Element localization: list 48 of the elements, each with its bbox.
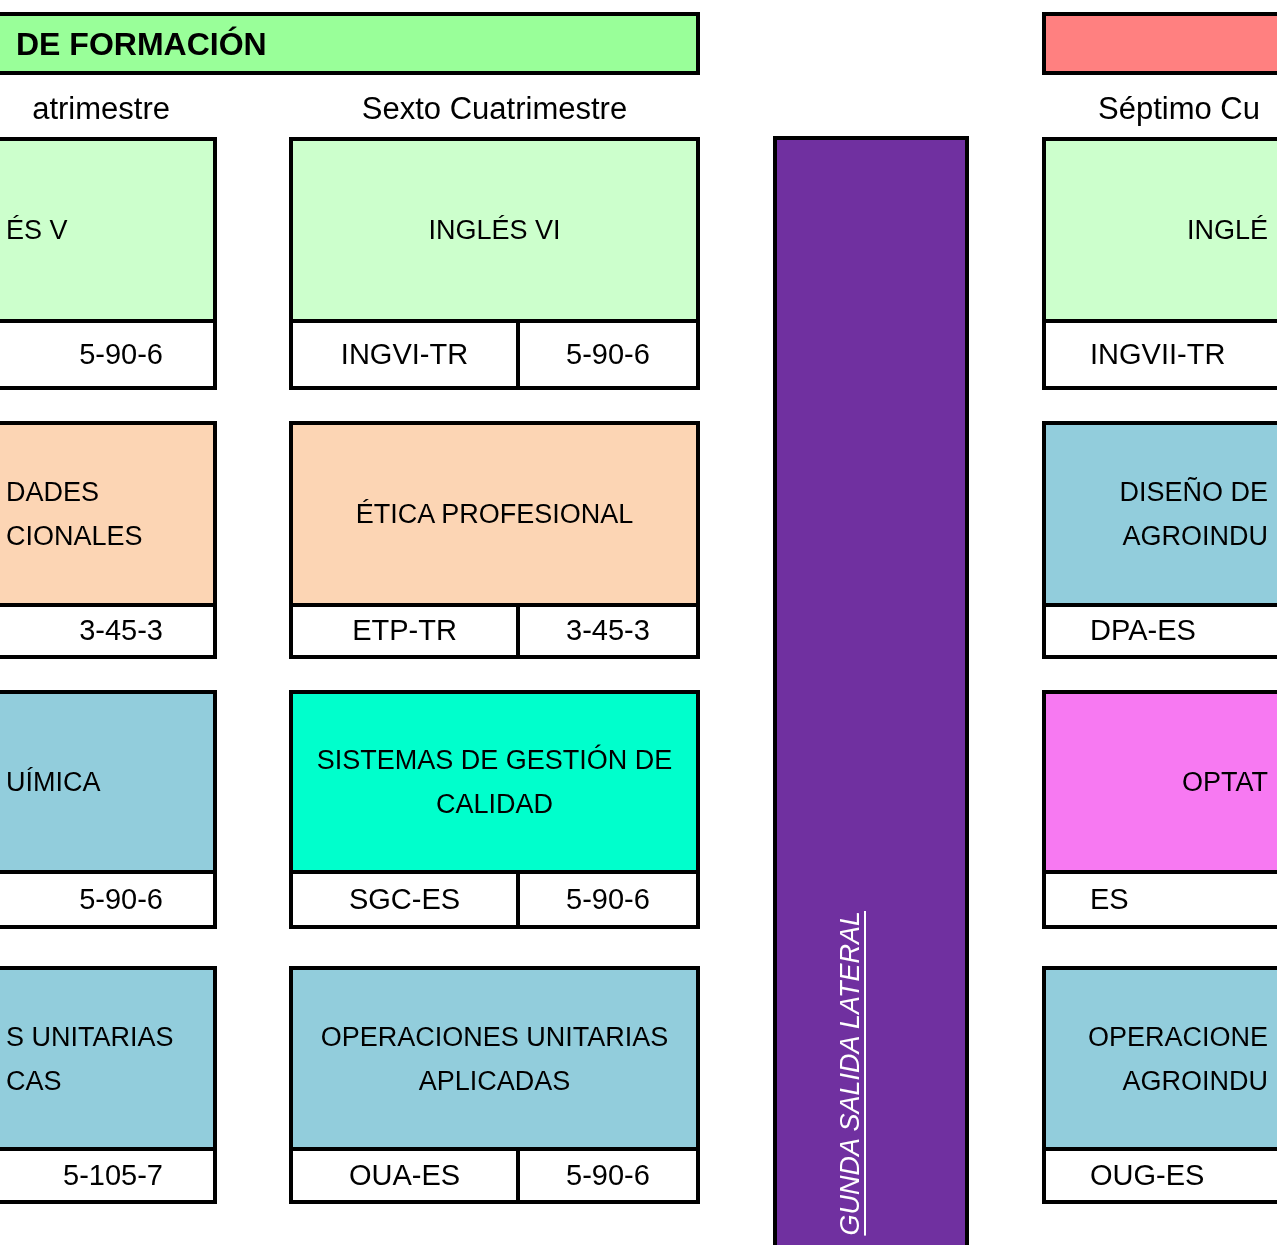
course-code-text: OUG-ES [1090,1157,1205,1193]
course-name: INGLÉS VI [428,214,561,247]
course-code-text: ES [1090,881,1129,917]
course-code-text: 5-105-7 [63,1157,163,1193]
course-card [0,421,217,659]
term-heading: Séptimo Cu [1098,91,1260,126]
course-code-text: INGVI-TR [340,336,469,372]
course-code-text: 5-90-6 [79,336,163,372]
course-card [289,966,700,1204]
course-name: INGLÉ [1185,214,1268,247]
course-code-text: 5-90-6 [79,881,163,917]
course-code-text: 5-90-6 [566,336,650,372]
course-name: OPTAT [1181,766,1268,799]
course-card [1042,137,1277,390]
course-card [0,966,217,1204]
course-code-text: 3-45-3 [79,613,163,649]
course-code-text: 3-45-3 [566,613,650,649]
course-card [0,690,217,929]
vertical-bar-label: GUNDA SALIDA LATERAL [835,911,865,1236]
course-card [289,421,700,659]
course-code-text: ETP-TR [352,613,457,649]
section-title: DE FORMACIÓN [16,24,267,64]
course-card [1042,966,1277,1204]
section-header-bar [0,12,700,75]
course-name: DISEÑO DE AGROINDU [1118,476,1268,553]
course-code-text: SGC-ES [348,881,461,917]
term-heading: Sexto Cuatrimestre [361,91,628,126]
course-card [289,690,700,929]
course-code-text: INGVII-TR [1090,336,1226,372]
course-name: ÉS V [6,214,69,247]
course-name: OPERACIONES UNITARIAS APLICADAS [319,1020,670,1098]
header-bar [1042,12,1277,75]
term-heading: atrimestre [32,91,170,126]
course-name: ÉTICA PROFESIONAL [355,498,634,531]
course-code-text: 5-90-6 [566,1157,650,1193]
vertical-bar [773,136,969,1245]
course-name: S UNITARIAS CAS [6,1020,175,1098]
course-name: OPERACIONE AGROINDU [1086,1020,1268,1098]
course-code-text: 5-90-6 [566,881,650,917]
course-code-text: OUA-ES [348,1157,461,1193]
course-card [1042,690,1277,929]
course-name: UÍMICA [6,766,102,799]
course-card [1042,421,1277,659]
course-card [289,137,700,390]
course-code-text: DPA-ES [1090,613,1196,649]
course-name: SISTEMAS DE GESTIÓN DE CALIDAD [315,743,674,821]
course-card [0,137,217,390]
course-name: DADES CIONALES [6,476,144,553]
